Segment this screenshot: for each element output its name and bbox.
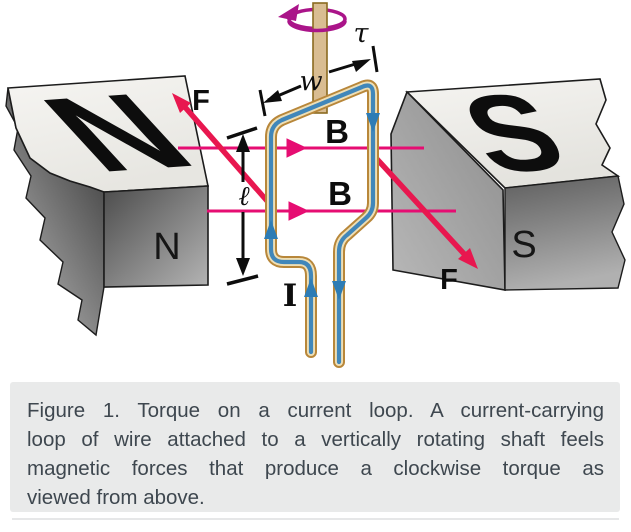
left-magnet-pole-face [103,185,209,288]
force-label-lower: F [440,264,458,296]
force-line-upper-left [181,104,271,204]
caption-line-2: loop of wire attached to a vertically ro… [27,428,604,451]
caption-line-1: Figure 1. Torque on a current loop. A cu… [27,399,604,422]
length-tick-top [226,126,258,140]
width-tick-right [371,45,379,73]
force-label-upper: F [192,85,210,117]
current-label: I [283,278,298,314]
field-arrowhead-lower-icon [288,201,310,221]
length-dimension [226,126,259,286]
current-arrow-left-wire-icon [264,220,278,239]
left-magnet-top-face [7,75,209,193]
length-arrowhead-up-icon [236,134,250,152]
caption-line-3: magnetic forces that produce a clockwise… [27,457,604,480]
width-arrowhead-right-icon [352,59,371,72]
current-arrow-left-lead-icon [304,278,318,297]
force-arrowhead-lower-icon [458,248,478,269]
length-tick-bottom [226,274,259,286]
length-label: ℓ [238,181,250,212]
left-magnet: N N [5,71,221,337]
right-magnet-front-face [504,175,626,291]
left-magnet-pole-label: N [153,226,180,268]
force-arrows [172,93,478,269]
field-label-upper: B [325,113,349,150]
right-magnet-pole-face [390,90,506,291]
force-line-lower-right [373,156,469,258]
field-arrowhead-upper-icon [286,138,308,158]
caption-line-4: viewed from above. [27,486,205,509]
wire-core [268,83,376,365]
current-arrow-right-wire-icon [366,113,380,132]
width-tick-left [258,89,267,117]
length-arrowhead-down-icon [236,258,250,276]
field-label-lower: B [328,175,352,212]
width-dimension [258,45,379,117]
right-magnet-pole-label: S [511,224,536,266]
card-bottom-divider [12,518,619,520]
figure-caption-text: Figure 1. Torque on a current loop. A cu… [10,382,620,512]
force-arrowhead-upper-icon [172,93,191,113]
physics-diagram: τ N N S S [5,2,626,368]
figure-caption: Figure 1. Torque on a current loop. A cu… [10,382,620,512]
width-arrowhead-left-icon [263,90,282,103]
width-label: w [299,66,322,97]
right-magnet: S S [390,70,626,291]
torque-label: τ [354,18,370,49]
wire-loop [265,79,379,368]
rotation-arrow-front [287,20,347,33]
current-arrow-right-lead-icon [332,281,346,300]
rotation-arrowhead-icon [278,4,299,21]
current-arrows [264,113,380,300]
